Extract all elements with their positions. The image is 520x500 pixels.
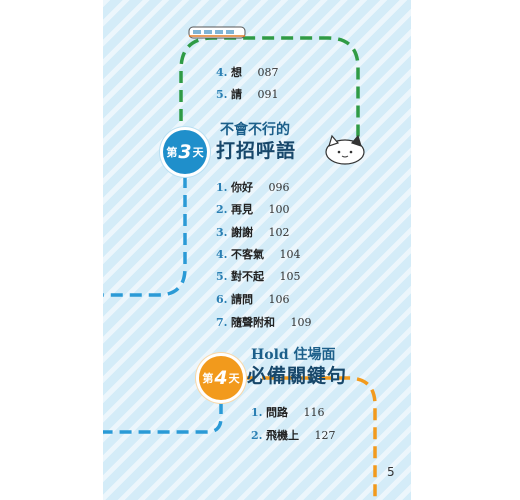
toc-item[interactable]: 5. 對不起 105 [216, 268, 300, 284]
toc-item-number: 3. [216, 226, 228, 239]
blue-track [103, 176, 187, 297]
toc-item-title: 問路 [265, 406, 288, 419]
page-number: 5 [387, 465, 395, 479]
toc-item[interactable]: 1. 你好 096 [216, 179, 289, 195]
toc-item-number: 7. [216, 316, 228, 329]
day3-badge-suffix: 天 [192, 146, 204, 159]
toc-item-number: 4. [216, 248, 228, 261]
toc-item[interactable]: 5. 請 091 [216, 86, 278, 102]
day3-badge: 第 3 天 [163, 130, 207, 174]
toc-item-title: 隨聲附和 [230, 316, 275, 329]
toc-item-page: 087 [257, 66, 279, 79]
day4-subtitle: Hold 住場面 [251, 347, 336, 363]
day4-badge: 第 4 天 [199, 356, 243, 400]
toc-item-page: 116 [303, 406, 325, 419]
toc-item[interactable]: 7. 隨聲附和 109 [216, 314, 311, 330]
toc-item-title: 請 [230, 88, 242, 101]
toc-item-page: 102 [268, 226, 290, 239]
toc-item-page: 100 [268, 203, 290, 216]
toc-item-page: 109 [290, 316, 312, 329]
toc-item-title: 飛機上 [265, 429, 299, 442]
toc-item-title: 謝謝 [230, 226, 253, 239]
toc-item-page: 106 [268, 293, 290, 306]
day4-title: 必備關鍵句 [247, 365, 348, 387]
day3-badge-number: 3 [178, 141, 192, 163]
day4-badge-number: 4 [214, 367, 228, 389]
toc-item-page: 104 [279, 248, 301, 261]
toc-item-title: 再見 [230, 203, 253, 216]
blue-track-lower [103, 402, 223, 434]
toc-item-number: 5. [216, 88, 228, 101]
day3-subtitle: 不會不行的 [220, 122, 290, 138]
toc-item-number: 2. [251, 429, 263, 442]
toc-item-number: 4. [216, 66, 228, 79]
toc-item[interactable]: 3. 謝謝 102 [216, 224, 289, 240]
toc-item-number: 6. [216, 293, 228, 306]
toc-item-number: 5. [216, 270, 228, 283]
green-track [179, 36, 360, 150]
cat-mascot-icon [325, 134, 365, 165]
orange-track [243, 376, 377, 500]
toc-item-number: 1. [216, 181, 228, 194]
toc-item-title: 對不起 [230, 270, 264, 283]
toc-item-number: 2. [216, 203, 228, 216]
toc-page: 4. 想 087 5. 請 091 第 3 天 不會不行的 打招呼語 1. 你好… [103, 0, 411, 500]
day3-title: 打招呼語 [216, 140, 297, 162]
toc-item-page: 091 [257, 88, 279, 101]
train-icon [188, 26, 246, 39]
toc-item[interactable]: 1. 問路 116 [251, 404, 324, 420]
toc-item-page: 105 [279, 270, 301, 283]
toc-item[interactable]: 4. 不客氣 104 [216, 246, 300, 262]
toc-item-page: 096 [268, 181, 290, 194]
toc-item[interactable]: 4. 想 087 [216, 64, 278, 80]
toc-item-page: 127 [314, 429, 336, 442]
toc-item-number: 1. [251, 406, 263, 419]
toc-item-title: 不客氣 [230, 248, 264, 261]
toc-item-title: 想 [230, 66, 242, 79]
day3-badge-prefix: 第 [166, 146, 178, 159]
toc-item[interactable]: 6. 請問 106 [216, 291, 289, 307]
toc-item[interactable]: 2. 飛機上 127 [251, 427, 335, 443]
route-tracks [103, 26, 377, 500]
day4-badge-suffix: 天 [228, 372, 240, 385]
toc-item-title: 你好 [230, 181, 253, 194]
toc-item[interactable]: 2. 再見 100 [216, 201, 289, 217]
toc-item-title: 請問 [230, 293, 253, 306]
day4-badge-prefix: 第 [202, 372, 214, 385]
